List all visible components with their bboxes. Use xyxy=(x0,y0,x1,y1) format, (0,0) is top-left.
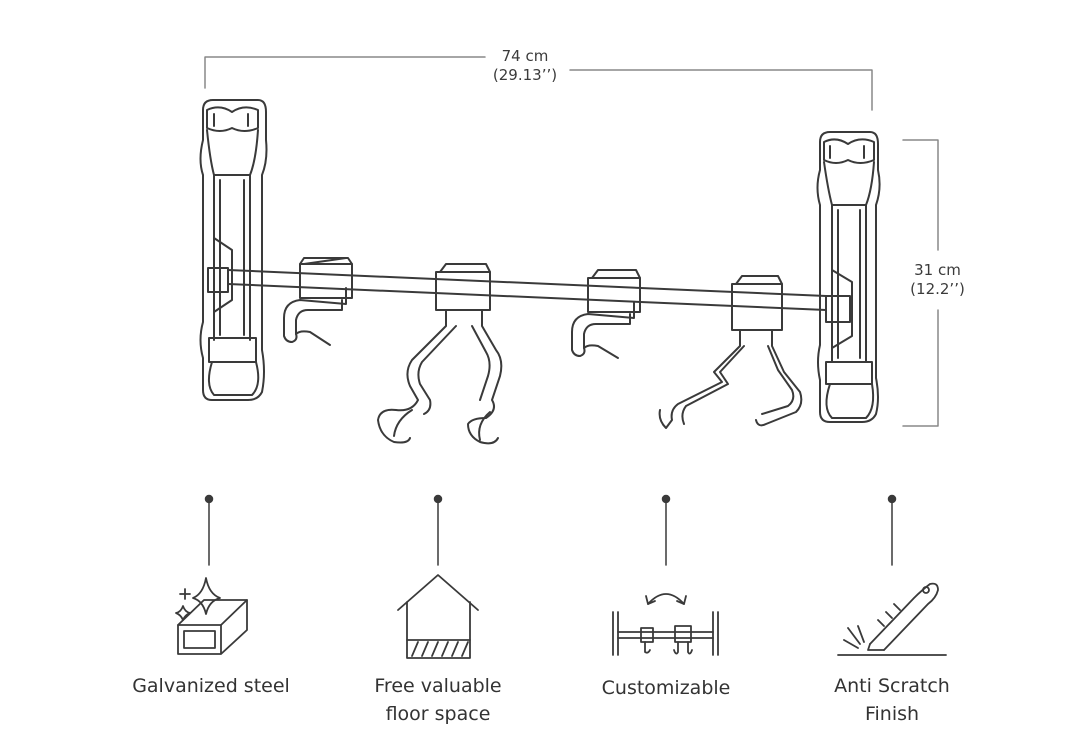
small-hook-1 xyxy=(283,257,353,346)
galvanized-steel-icon xyxy=(175,577,248,655)
feature-floor-space: Free valuable floor space xyxy=(343,672,533,728)
height-label: 31 cm (12.2’’) xyxy=(890,261,985,299)
large-hook-1 xyxy=(377,263,503,445)
right-wall-bracket xyxy=(816,131,881,423)
feature-label-line1: Galvanized steel xyxy=(132,675,290,697)
feature-label-line1: Anti Scratch xyxy=(834,675,950,697)
height-dimension xyxy=(902,139,939,427)
feature-label-line2: floor space xyxy=(385,703,491,725)
rail-bar xyxy=(227,269,827,311)
callout-pins xyxy=(204,494,897,566)
house-floor-icon xyxy=(397,574,479,659)
feature-customizable: Customizable xyxy=(571,674,761,702)
large-hook-2 xyxy=(658,275,803,429)
feature-label-line1: Free valuable xyxy=(374,675,502,697)
customizable-rail-icon xyxy=(612,593,719,656)
width-metric: 74 cm xyxy=(501,47,549,65)
width-dimension xyxy=(204,56,873,111)
width-label: 74 cm (29.13’’) xyxy=(470,47,580,85)
left-wall-bracket xyxy=(199,99,268,401)
feature-galvanized-steel: Galvanized steel xyxy=(116,672,306,700)
height-imperial: (12.2’’) xyxy=(910,280,965,298)
height-metric: 31 cm xyxy=(914,261,961,279)
small-hook-2 xyxy=(571,269,641,359)
utility-knife-icon xyxy=(837,582,947,656)
width-imperial: (29.13’’) xyxy=(492,66,558,84)
feature-anti-scratch: Anti Scratch Finish xyxy=(797,672,987,728)
feature-label-line2: Finish xyxy=(864,703,920,725)
feature-label-line1: Customizable xyxy=(601,677,731,699)
